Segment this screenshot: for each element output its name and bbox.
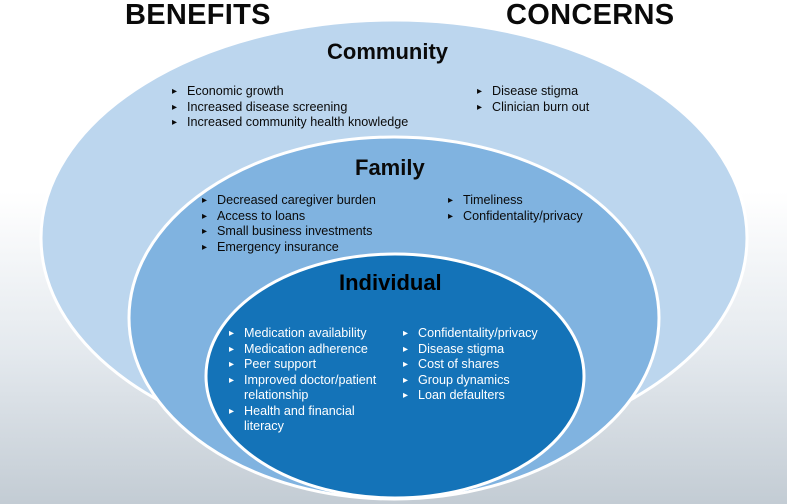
individual-concern-item: Group dynamics [403,373,538,389]
individual-benefit-item: Medication availability [229,326,389,342]
community-concerns-list: Disease stigma Clinician burn out [477,84,589,115]
individual-benefit-item: Peer support [229,357,389,373]
individual-concern-item: Loan defaulters [403,388,538,404]
individual-benefits-list: Medication availability Medication adher… [229,326,389,435]
individual-title: Individual [339,270,442,295]
family-benefits-list: Decreased caregiver burden Access to loa… [202,193,376,255]
community-concern-item: Disease stigma [477,84,589,100]
individual-concern-item: Disease stigma [403,342,538,358]
community-benefits-list: Economic growth Increased disease screen… [172,84,408,131]
family-benefit-item: Small business investments [202,224,376,240]
community-concern-item: Clinician burn out [477,100,589,116]
community-benefit-item: Increased disease screening [172,100,408,116]
family-concerns-list: Timeliness Confidentality/privacy [448,193,583,224]
individual-ellipse [204,252,586,500]
community-benefit-item: Economic growth [172,84,408,100]
individual-benefit-item: Improved doctor/patient relationship [229,373,389,404]
individual-concern-item: Cost of shares [403,357,538,373]
individual-concerns-list: Confidentality/privacy Disease stigma Co… [403,326,538,404]
benefits-header: BENEFITS [125,0,271,31]
community-benefit-item: Increased community health knowledge [172,115,408,131]
community-title: Community [327,39,448,64]
family-benefit-item: Emergency insurance [202,240,376,256]
family-concern-item: Timeliness [448,193,583,209]
concerns-header: CONCERNS [506,0,675,31]
family-benefit-item: Access to loans [202,209,376,225]
family-title: Family [355,155,425,180]
individual-benefit-item: Health and financial literacy [229,404,389,435]
individual-benefit-item: Medication adherence [229,342,389,358]
family-concern-item: Confidentality/privacy [448,209,583,225]
individual-concern-item: Confidentality/privacy [403,326,538,342]
family-benefit-item: Decreased caregiver burden [202,193,376,209]
